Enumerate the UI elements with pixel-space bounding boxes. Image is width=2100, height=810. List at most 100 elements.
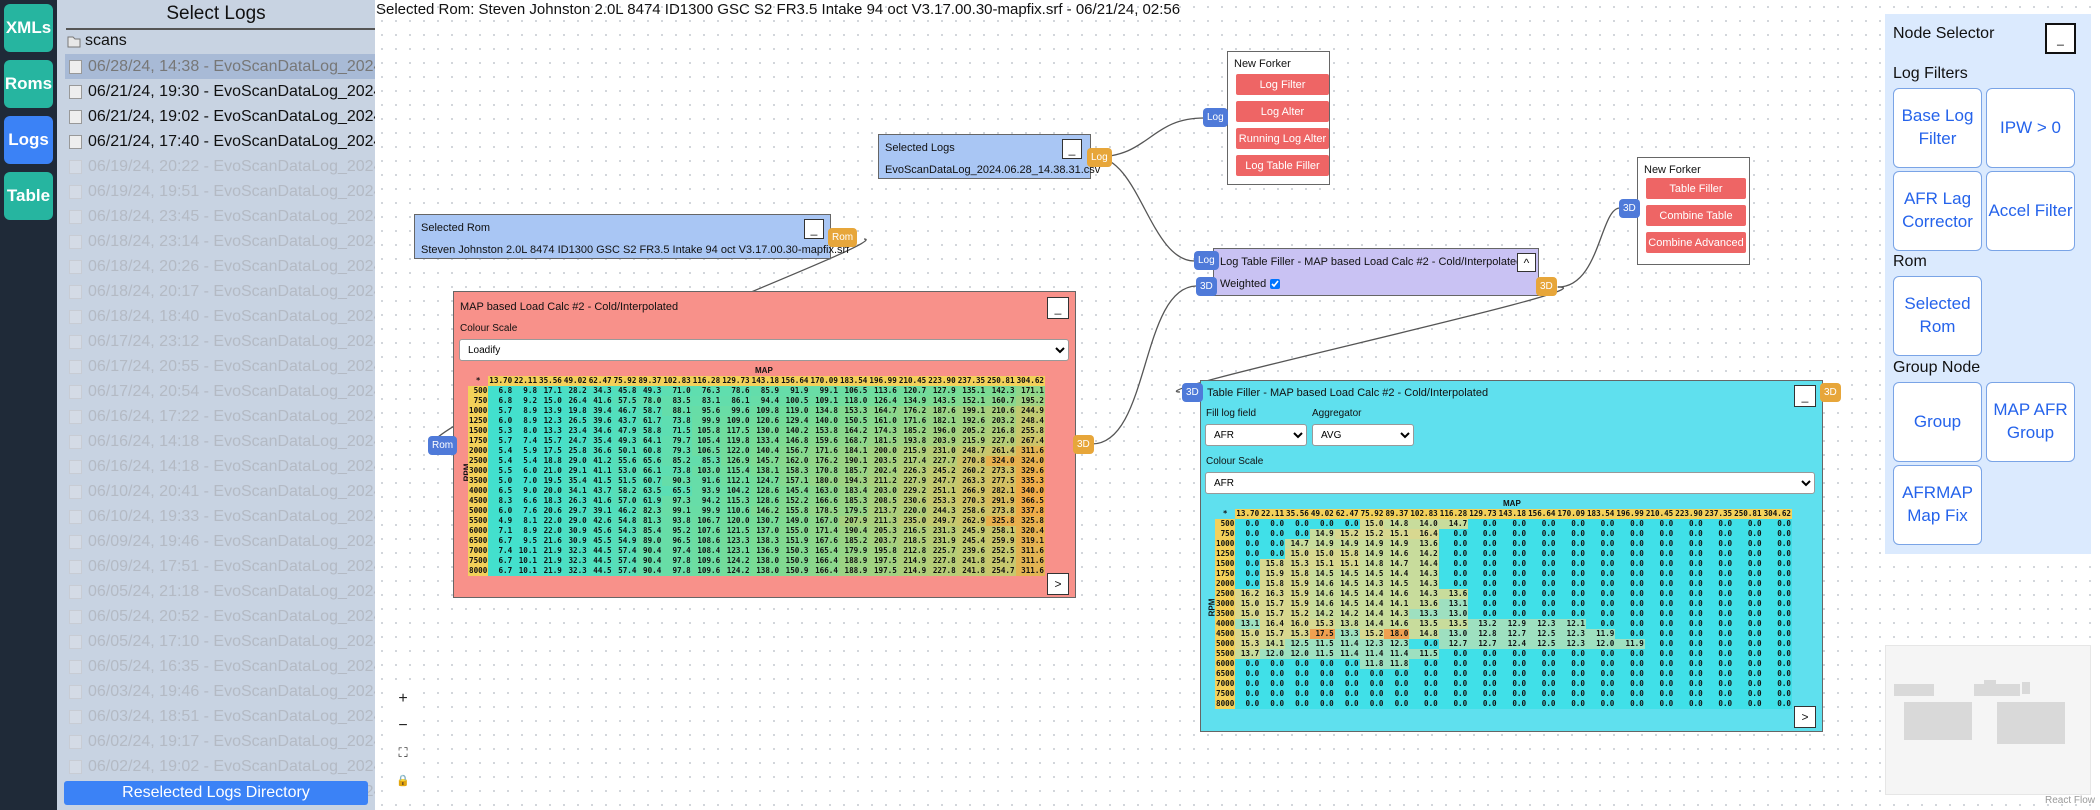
log-table-filler-node[interactable]: Log Table Filler - MAP based Load Calc #… [1213,248,1539,296]
grid-cell[interactable]: 0.0 [1468,559,1498,569]
grid-cell[interactable]: 6.8 [488,386,514,396]
grid-cell[interactable]: 0.0 [1615,609,1645,619]
reselect-logs-directory-button[interactable]: Reselected Logs Directory [64,781,368,805]
grid-cell[interactable]: 270.3 [956,496,987,506]
grid-cell[interactable]: 0.0 [1703,529,1734,539]
grid-cell[interactable]: 0.0 [1438,649,1469,659]
grid-cell[interactable]: 0.0 [1527,689,1557,699]
grid-cell[interactable]: 0.0 [1674,689,1704,699]
grid-cell[interactable]: 0.0 [1409,659,1439,669]
grid-cell[interactable]: 12.5 [1527,629,1557,639]
grid-cell[interactable]: 241.8 [956,566,987,576]
filler-colour-scale-select[interactable]: AFR [1205,472,1815,494]
grid-cell[interactable]: 12.0 [1585,639,1616,649]
grid-cell[interactable]: 97.3 [662,496,692,506]
grid-cell[interactable]: 0.0 [1334,679,1360,689]
grid-cell[interactable]: 0.0 [1703,589,1734,599]
grid-cell[interactable]: 7.6 [513,506,539,516]
grid-cell[interactable]: 15.9 [1285,589,1310,599]
grid-cell[interactable]: 0.0 [1674,629,1704,639]
grid-cell[interactable]: 57.5 [612,396,638,406]
grid-cell[interactable]: 227.0 [986,436,1016,446]
grid-cell[interactable]: 14.9 [1359,549,1385,559]
grid-cell[interactable]: 0.0 [1674,609,1704,619]
grid-cell[interactable]: 0.0 [1644,589,1675,599]
grid-cell[interactable]: 13.2 [1468,619,1498,629]
grid-cell[interactable]: 13.3 [1409,609,1439,619]
grid-cell[interactable]: 12.3 [1527,619,1557,629]
grid-cell[interactable]: 14.4 [1359,619,1385,629]
grid-cell[interactable]: 14.8 [1384,519,1410,529]
grid-cell[interactable]: 0.0 [1260,529,1286,539]
grid-cell[interactable]: 200.0 [868,446,898,456]
grid-cell[interactable]: 171.6 [809,446,839,456]
log-file-item[interactable]: 06/18/24, 23:45 - EvoScanDataLog_2024.06… [65,204,375,229]
grid-cell[interactable]: 0.0 [1235,559,1261,569]
grid-cell[interactable]: 190.4 [838,526,869,536]
grid-cell[interactable]: 0.0 [1556,519,1586,529]
grid-cell[interactable]: 15.1 [1309,559,1335,569]
grid-cell[interactable]: 0.0 [1674,589,1704,599]
grid-cell[interactable]: 57.4 [612,546,638,556]
grid-cell[interactable]: 12.7 [1438,639,1469,649]
grid-cell[interactable]: 15.3 [1285,559,1310,569]
log-file-item[interactable]: 06/16/24, 17:22 - EvoScanDataLog_2024.06… [65,404,375,429]
grid-cell[interactable]: 0.0 [1703,649,1734,659]
map-colour-scale-select[interactable]: Loadify [459,339,1069,361]
log-file-item[interactable]: 06/18/24, 20:26 - EvoScanDataLog_2024.06… [65,254,375,279]
grid-cell[interactable]: 85.3 [691,456,722,466]
grid-cell[interactable]: 45.5 [587,536,613,546]
selected-rom-collapse-button[interactable]: _ [804,219,824,239]
grid-cell[interactable]: 0.0 [1733,669,1763,679]
log-file-item[interactable]: 06/18/24, 20:17 - EvoScanDataLog_2024.06… [65,279,375,304]
grid-cell[interactable]: 58.2 [612,486,638,496]
grid-cell[interactable]: 0.0 [1285,699,1310,709]
grid-cell[interactable]: 146.2 [750,506,781,516]
grid-cell[interactable]: 85.2 [662,456,692,466]
grid-cell[interactable]: 97.8 [662,556,692,566]
grid-cell[interactable]: 14.5 [1334,579,1360,589]
grid-cell[interactable]: 157.1 [780,476,810,486]
grid-cell[interactable]: 0.0 [1260,519,1286,529]
grid-cell[interactable]: 0.0 [1285,529,1310,539]
grid-cell[interactable]: 7.4 [488,546,514,556]
grid-cell[interactable]: 83.5 [662,396,692,406]
grid-cell[interactable]: 171.6 [897,416,928,426]
grid-cell[interactable]: 0.0 [1585,609,1616,619]
grid-cell[interactable]: 15.7 [538,436,563,446]
grid-cell[interactable]: 120.0 [721,516,751,526]
rail-roms-button[interactable]: Roms [4,60,53,108]
grid-cell[interactable]: 0.0 [1615,699,1645,709]
grid-cell[interactable]: 115.3 [721,496,751,506]
grid-cell[interactable]: 152.2 [780,496,810,506]
grid-cell[interactable]: 0.0 [1644,639,1675,649]
grid-cell[interactable]: 150.9 [780,566,810,576]
grid-cell[interactable]: 0.0 [1615,619,1645,629]
grid-cell[interactable]: 14.9 [1359,539,1385,549]
grid-cell[interactable]: 58.8 [637,426,663,436]
grid-cell[interactable]: 0.0 [1585,619,1616,629]
log-file-item[interactable]: 06/19/24, 19:51 - EvoScanDataLog_2024.06… [65,179,375,204]
grid-cell[interactable]: 0.0 [1438,699,1469,709]
grid-cell[interactable]: 11.9 [1615,639,1645,649]
grid-cell[interactable]: 14.4 [1359,589,1385,599]
grid-cell[interactable]: 181.5 [868,436,898,446]
log-file-item[interactable]: 06/16/24, 14:18 - EvoScanDataLog_2024.06… [65,454,375,479]
grid-cell[interactable]: 0.0 [1674,569,1704,579]
grid-cell[interactable]: 150.3 [780,546,810,556]
grid-cell[interactable]: 14.6 [1309,589,1335,599]
grid-cell[interactable]: 5.4 [488,446,514,456]
grid-cell[interactable]: 195.2 [1015,396,1045,406]
grid-cell[interactable]: 16.4 [1409,529,1439,539]
grid-cell[interactable]: 106.7 [691,516,722,526]
grid-cell[interactable]: 44.5 [587,546,613,556]
grid-cell[interactable]: 20.6 [538,506,563,516]
grid-cell[interactable]: 54.3 [612,526,638,536]
grid-cell[interactable]: 127.9 [927,386,957,396]
grid-cell[interactable]: 124.7 [750,476,781,486]
grid-cell[interactable]: 6.7 [488,566,514,576]
grid-cell[interactable]: 35.4 [587,436,613,446]
grid-cell[interactable]: 106.5 [838,386,869,396]
grid-cell[interactable]: 0.0 [1674,549,1704,559]
